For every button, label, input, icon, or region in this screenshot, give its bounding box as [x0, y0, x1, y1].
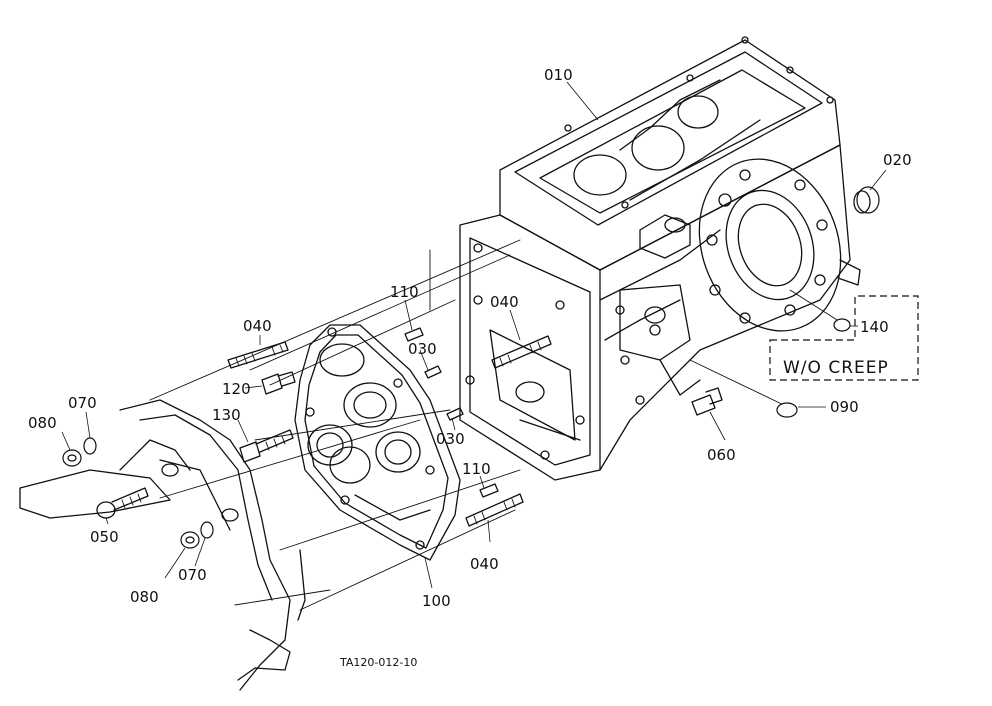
stud-bolt [227, 341, 289, 369]
transmission-case [459, 36, 861, 481]
note-box-label: W/O CREEP [783, 358, 889, 378]
callout-130: 130 [212, 406, 241, 424]
pin [404, 327, 424, 342]
callout-070-lower: 070 [178, 566, 207, 584]
callout-070-upper: 070 [68, 394, 97, 412]
callout-030-lower: 030 [436, 430, 465, 448]
dowel-pin [424, 365, 442, 379]
callout-110-lower: 110 [462, 460, 491, 478]
figure-code: TA120-012-10 [339, 656, 417, 669]
callout-060: 060 [707, 446, 736, 464]
plug [833, 318, 851, 332]
callout-labels: 010 020 030 030 040 040 040 050 060 070 … [28, 66, 912, 610]
callout-050: 050 [90, 528, 119, 546]
drain-bolt [691, 387, 723, 416]
hex-nut [62, 449, 82, 467]
callout-020: 020 [883, 151, 912, 169]
callout-110-upper: 110 [390, 283, 419, 301]
stud-bolt [491, 335, 552, 369]
bolt-050 [96, 487, 149, 519]
callout-080-lower: 080 [130, 588, 159, 606]
dowel-pin [446, 407, 464, 421]
callout-040-upper: 040 [490, 293, 519, 311]
callout-080-upper: 080 [28, 414, 57, 432]
callout-090: 090 [830, 398, 859, 416]
pin [479, 483, 499, 498]
assembly-axis-lines [149, 239, 846, 611]
callout-140: 140 [860, 318, 889, 336]
lever-bracket [19, 399, 306, 691]
callout-040-lower: 040 [470, 555, 499, 573]
hex-bolt [261, 371, 296, 395]
hex-nut [180, 531, 200, 549]
callout-120: 120 [222, 380, 251, 398]
front-cover-plate [294, 324, 461, 561]
callout-030-upper: 030 [408, 340, 437, 358]
callout-100: 100 [422, 592, 451, 610]
callout-010: 010 [544, 66, 573, 84]
stud-bolt [465, 493, 524, 527]
leader-lines [61, 81, 887, 589]
fasteners [62, 186, 880, 549]
callout-040-left: 040 [243, 317, 272, 335]
washer [200, 521, 214, 539]
plug [776, 402, 798, 418]
note-box: W/O CREEP [769, 295, 919, 381]
oil-seal-plug [853, 186, 880, 214]
washer [83, 437, 97, 455]
hex-bolt-long [239, 429, 294, 463]
